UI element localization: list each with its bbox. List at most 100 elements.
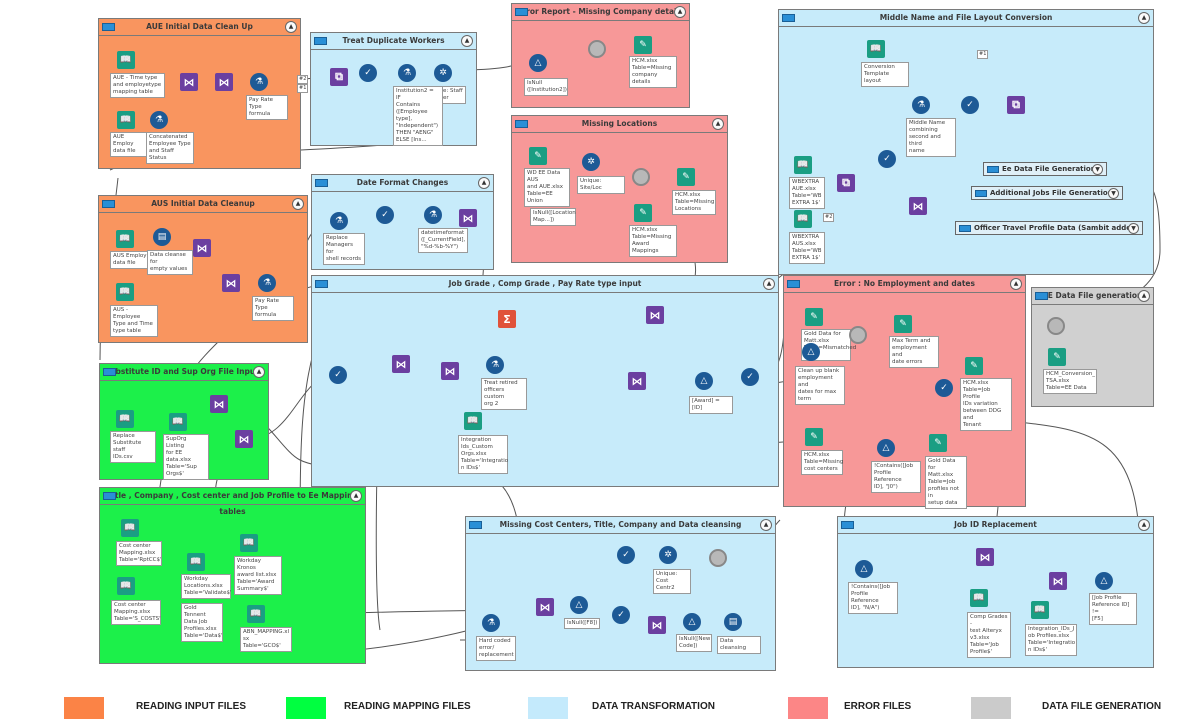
union-tool[interactable] [632,168,650,186]
collapse-up-icon[interactable]: ▲ [1138,519,1150,531]
expand-down-icon[interactable]: ▼ [1128,223,1139,234]
collapse-up-icon[interactable]: ▲ [461,35,473,47]
input-data-tool[interactable]: 📖 [116,283,134,301]
union-tool[interactable] [709,549,727,567]
select-tool[interactable]: ✓ [612,606,630,624]
output-data-tool[interactable]: ✎ [965,357,983,375]
collapse-up-icon[interactable]: ▲ [763,278,775,290]
filter-tool[interactable]: △ [683,613,701,631]
expand-down-icon[interactable]: ▼ [1092,164,1103,175]
collapsed-container-ee-data-file-generation[interactable]: Ee Data File Generation ▼ [983,162,1107,176]
join-tool[interactable]: ⋈ [909,197,927,215]
input-data-tool[interactable]: 📖 [117,577,135,595]
transpose-tool[interactable]: ⧉ [1007,96,1025,114]
collapse-up-icon[interactable]: ▲ [1138,290,1150,302]
join-tool[interactable]: ⋈ [215,73,233,91]
collapse-up-icon[interactable]: ▲ [292,198,304,210]
output-data-tool[interactable]: ✎ [805,308,823,326]
output-data-tool[interactable]: ✎ [529,147,547,165]
join-tool[interactable]: ⋈ [392,355,410,373]
collapse-up-icon[interactable]: ▲ [674,6,686,18]
join-tool[interactable]: ⋈ [628,372,646,390]
join-tool[interactable]: ⋈ [536,598,554,616]
output-data-tool[interactable]: ✎ [677,168,695,186]
join-tool[interactable]: ⋈ [180,73,198,91]
input-data-tool[interactable]: 📖 [247,605,265,623]
container-mapping-tables[interactable]: Title , Company , Cost center and Job Pr… [99,487,366,664]
input-data-tool[interactable]: 📖 [970,589,988,607]
union-tool[interactable] [849,326,867,344]
output-data-tool[interactable]: ✎ [894,315,912,333]
input-data-tool[interactable]: 📖 [187,553,205,571]
join-tool[interactable]: ⋈ [222,274,240,292]
join-tool[interactable]: ⋈ [976,548,994,566]
join-tool[interactable]: ⋈ [459,209,477,227]
collapse-up-icon[interactable]: ▲ [350,490,362,502]
formula-tool[interactable]: ⚗ [330,212,348,230]
output-data-tool[interactable]: ✎ [1048,348,1066,366]
filter-tool[interactable]: △ [855,560,873,578]
input-data-tool[interactable]: 📖 [1031,601,1049,619]
collapse-up-icon[interactable]: ▲ [478,177,490,189]
join-tool[interactable]: ⋈ [648,616,666,634]
output-data-tool[interactable]: ✎ [634,36,652,54]
input-data-tool[interactable]: 📖 [464,412,482,430]
formula-tool[interactable]: ⚗ [250,73,268,91]
join-tool[interactable]: ⋈ [210,395,228,413]
input-data-tool[interactable]: 📖 [116,230,134,248]
select-tool[interactable]: ✓ [741,368,759,386]
collapse-up-icon[interactable]: ▲ [712,118,724,130]
select-tool[interactable]: ✓ [376,206,394,224]
formula-tool[interactable]: ⚗ [486,356,504,374]
select-tool[interactable]: ✓ [617,546,635,564]
filter-tool[interactable]: △ [802,343,820,361]
union-tool[interactable] [1047,317,1065,335]
input-data-tool[interactable]: 📖 [794,210,812,228]
collapsed-container-additional-jobs[interactable]: Additional Jobs File Generation ▼ [971,186,1123,200]
container-middle-name-layout[interactable]: Middle Name and File Layout Conversion ▲ [778,9,1154,275]
formula-tool[interactable]: ⚗ [150,111,168,129]
input-data-tool[interactable]: 📖 [240,534,258,552]
input-data-tool[interactable]: 📖 [116,410,134,428]
input-data-tool[interactable]: 📖 [867,40,885,58]
input-data-tool[interactable]: 📖 [121,519,139,537]
collapse-up-icon[interactable]: ▲ [253,366,265,378]
join-tool[interactable]: ⋈ [235,430,253,448]
select-tool[interactable]: ✓ [935,379,953,397]
unique-tool[interactable]: ✲ [434,64,452,82]
transpose-tool[interactable]: ⧉ [330,68,348,86]
transpose-tool[interactable]: ⧉ [837,174,855,192]
formula-tool[interactable]: ⚗ [398,64,416,82]
data-cleansing-tool[interactable]: ▤ [153,228,171,246]
collapse-up-icon[interactable]: ▲ [285,21,297,33]
filter-tool[interactable]: △ [695,372,713,390]
input-data-tool[interactable]: 📖 [117,111,135,129]
output-data-tool[interactable]: ✎ [634,204,652,222]
join-tool[interactable]: ⋈ [441,362,459,380]
collapsed-container-officer-travel[interactable]: Officer Travel Profile Data (Sambit addo… [955,221,1143,235]
multi-field-formula-tool[interactable]: ⚗ [424,206,442,224]
filter-tool[interactable]: △ [877,439,895,457]
collapse-up-icon[interactable]: ▲ [1010,278,1022,290]
summarize-tool[interactable]: Σ [498,310,516,328]
collapse-up-icon[interactable]: ▲ [760,519,772,531]
join-tool[interactable]: ⋈ [1049,572,1067,590]
collapse-up-icon[interactable]: ▲ [1138,12,1150,24]
filter-tool[interactable]: △ [570,596,588,614]
filter-tool[interactable]: △ [529,54,547,72]
input-data-tool[interactable]: 📖 [169,413,187,431]
formula-tool[interactable]: ⚗ [258,274,276,292]
data-cleansing-tool[interactable]: ▤ [724,613,742,631]
select-tool[interactable]: ✓ [329,366,347,384]
filter-tool[interactable]: △ [1095,572,1113,590]
join-tool[interactable]: ⋈ [646,306,664,324]
output-data-tool[interactable]: ✎ [805,428,823,446]
expand-down-icon[interactable]: ▼ [1108,188,1119,199]
select-tool[interactable]: ✓ [878,150,896,168]
output-data-tool[interactable]: ✎ [929,434,947,452]
input-data-tool[interactable]: 📖 [117,51,135,69]
select-tool[interactable]: ✓ [359,64,377,82]
formula-tool[interactable]: ⚗ [482,614,500,632]
unique-tool[interactable]: ✲ [582,153,600,171]
container-missing-cost-centers[interactable]: Missing Cost Centers, Title, Company and… [465,516,776,671]
